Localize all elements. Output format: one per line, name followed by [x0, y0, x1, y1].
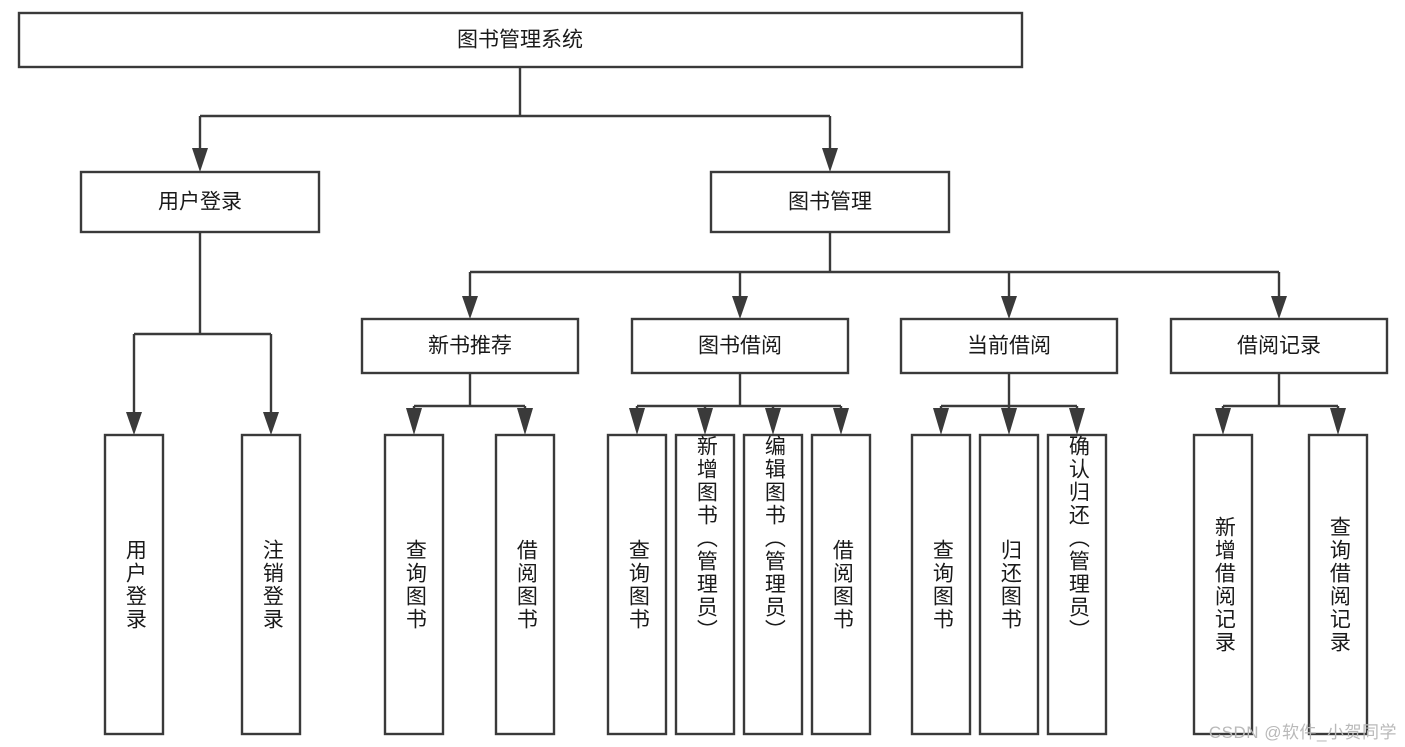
arrowhead-leaf-user-login [126, 412, 142, 435]
node-current-borrow[interactable]: 当前借阅 [899, 317, 1119, 375]
arrowhead-leaf-borrow-book-2 [833, 408, 849, 435]
connector-group-root [192, 67, 838, 172]
leaf-box-query-book-1[interactable] [383, 433, 445, 736]
node-borrow-record-label: 借阅记录 [1237, 335, 1321, 358]
arrowhead-book-management [822, 148, 838, 172]
arrowhead-current-borrow [1001, 296, 1017, 319]
node-borrow-record[interactable]: 借阅记录 [1169, 317, 1389, 375]
node-user-login-box[interactable] [79, 170, 321, 234]
arrowhead-leaf-return-book [1001, 408, 1017, 435]
arrowhead-leaf-edit-book-admin [765, 408, 781, 435]
node-root-label: 图书管理系统 [457, 29, 583, 52]
leaf-box-return-book[interactable] [978, 433, 1040, 736]
node-book-borrow[interactable]: 图书借阅 [630, 317, 850, 375]
node-new-book-recommend-label: 新书推荐 [428, 335, 512, 358]
node-borrow-record-box[interactable] [1169, 317, 1389, 375]
leaf-box-add-book-admin[interactable] [674, 433, 736, 736]
connector-group-borrow-record [1215, 373, 1346, 435]
leaf-box-borrow-book-2[interactable] [810, 433, 872, 736]
arrowhead-leaf-query-book-3 [933, 408, 949, 435]
leaf-box-borrow-book-1[interactable] [494, 433, 556, 736]
connector-group-book-management [462, 232, 1287, 319]
node-book-management-label: 图书管理 [788, 191, 872, 214]
node-current-borrow-box[interactable] [899, 317, 1119, 375]
connector-group-current-borrow [933, 373, 1085, 435]
leaf-box-edit-book-admin[interactable] [742, 433, 804, 736]
leaf-box-query-book-2[interactable] [606, 433, 668, 736]
node-book-management-box[interactable] [709, 170, 951, 234]
arrowhead-book-borrow [732, 296, 748, 319]
arrowhead-leaf-borrow-book-1 [517, 408, 533, 435]
csdn-watermark: CSDN @软件_小贺同学 [1208, 723, 1397, 742]
arrowhead-leaf-add-book-admin [697, 408, 713, 435]
leaf-box-query-borrow-record[interactable] [1307, 433, 1369, 736]
connector-group-book-borrow [629, 373, 849, 435]
arrowhead-borrow-record [1271, 296, 1287, 319]
arrowhead-new-book-recommend [462, 296, 478, 319]
node-user-login-label: 用户登录 [158, 191, 242, 214]
node-new-book-recommend-box[interactable] [360, 317, 580, 375]
connector-group-new-book-recommend [406, 373, 533, 435]
node-user-login[interactable]: 用户登录 [79, 170, 321, 234]
node-root-box[interactable] [17, 11, 1024, 69]
arrowhead-user-login [192, 148, 208, 172]
leaf-box-confirm-return-admin[interactable] [1046, 433, 1108, 736]
connector-group-user-login [126, 232, 279, 435]
node-book-borrow-label: 图书借阅 [698, 335, 782, 358]
arrowhead-leaf-confirm-return-admin [1069, 408, 1085, 435]
node-new-book-recommend[interactable]: 新书推荐 [360, 317, 580, 375]
leaf-box-group [103, 433, 1369, 736]
node-root[interactable]: 图书管理系统 [17, 11, 1024, 69]
leaf-box-user-login[interactable] [103, 433, 165, 736]
leaf-box-logout-login[interactable] [240, 433, 302, 736]
arrowhead-leaf-query-book-1 [406, 408, 422, 435]
arrowhead-leaf-query-book-2 [629, 408, 645, 435]
leaf-box-query-book-3[interactable] [910, 433, 972, 736]
node-book-management[interactable]: 图书管理 [709, 170, 951, 234]
arrowhead-leaf-logout-login [263, 412, 279, 435]
node-current-borrow-label: 当前借阅 [967, 335, 1051, 358]
leaf-box-add-borrow-record[interactable] [1192, 433, 1254, 736]
node-book-borrow-box[interactable] [630, 317, 850, 375]
arrowhead-leaf-add-borrow-record [1215, 408, 1231, 435]
arrowhead-leaf-query-borrow-record [1330, 408, 1346, 435]
